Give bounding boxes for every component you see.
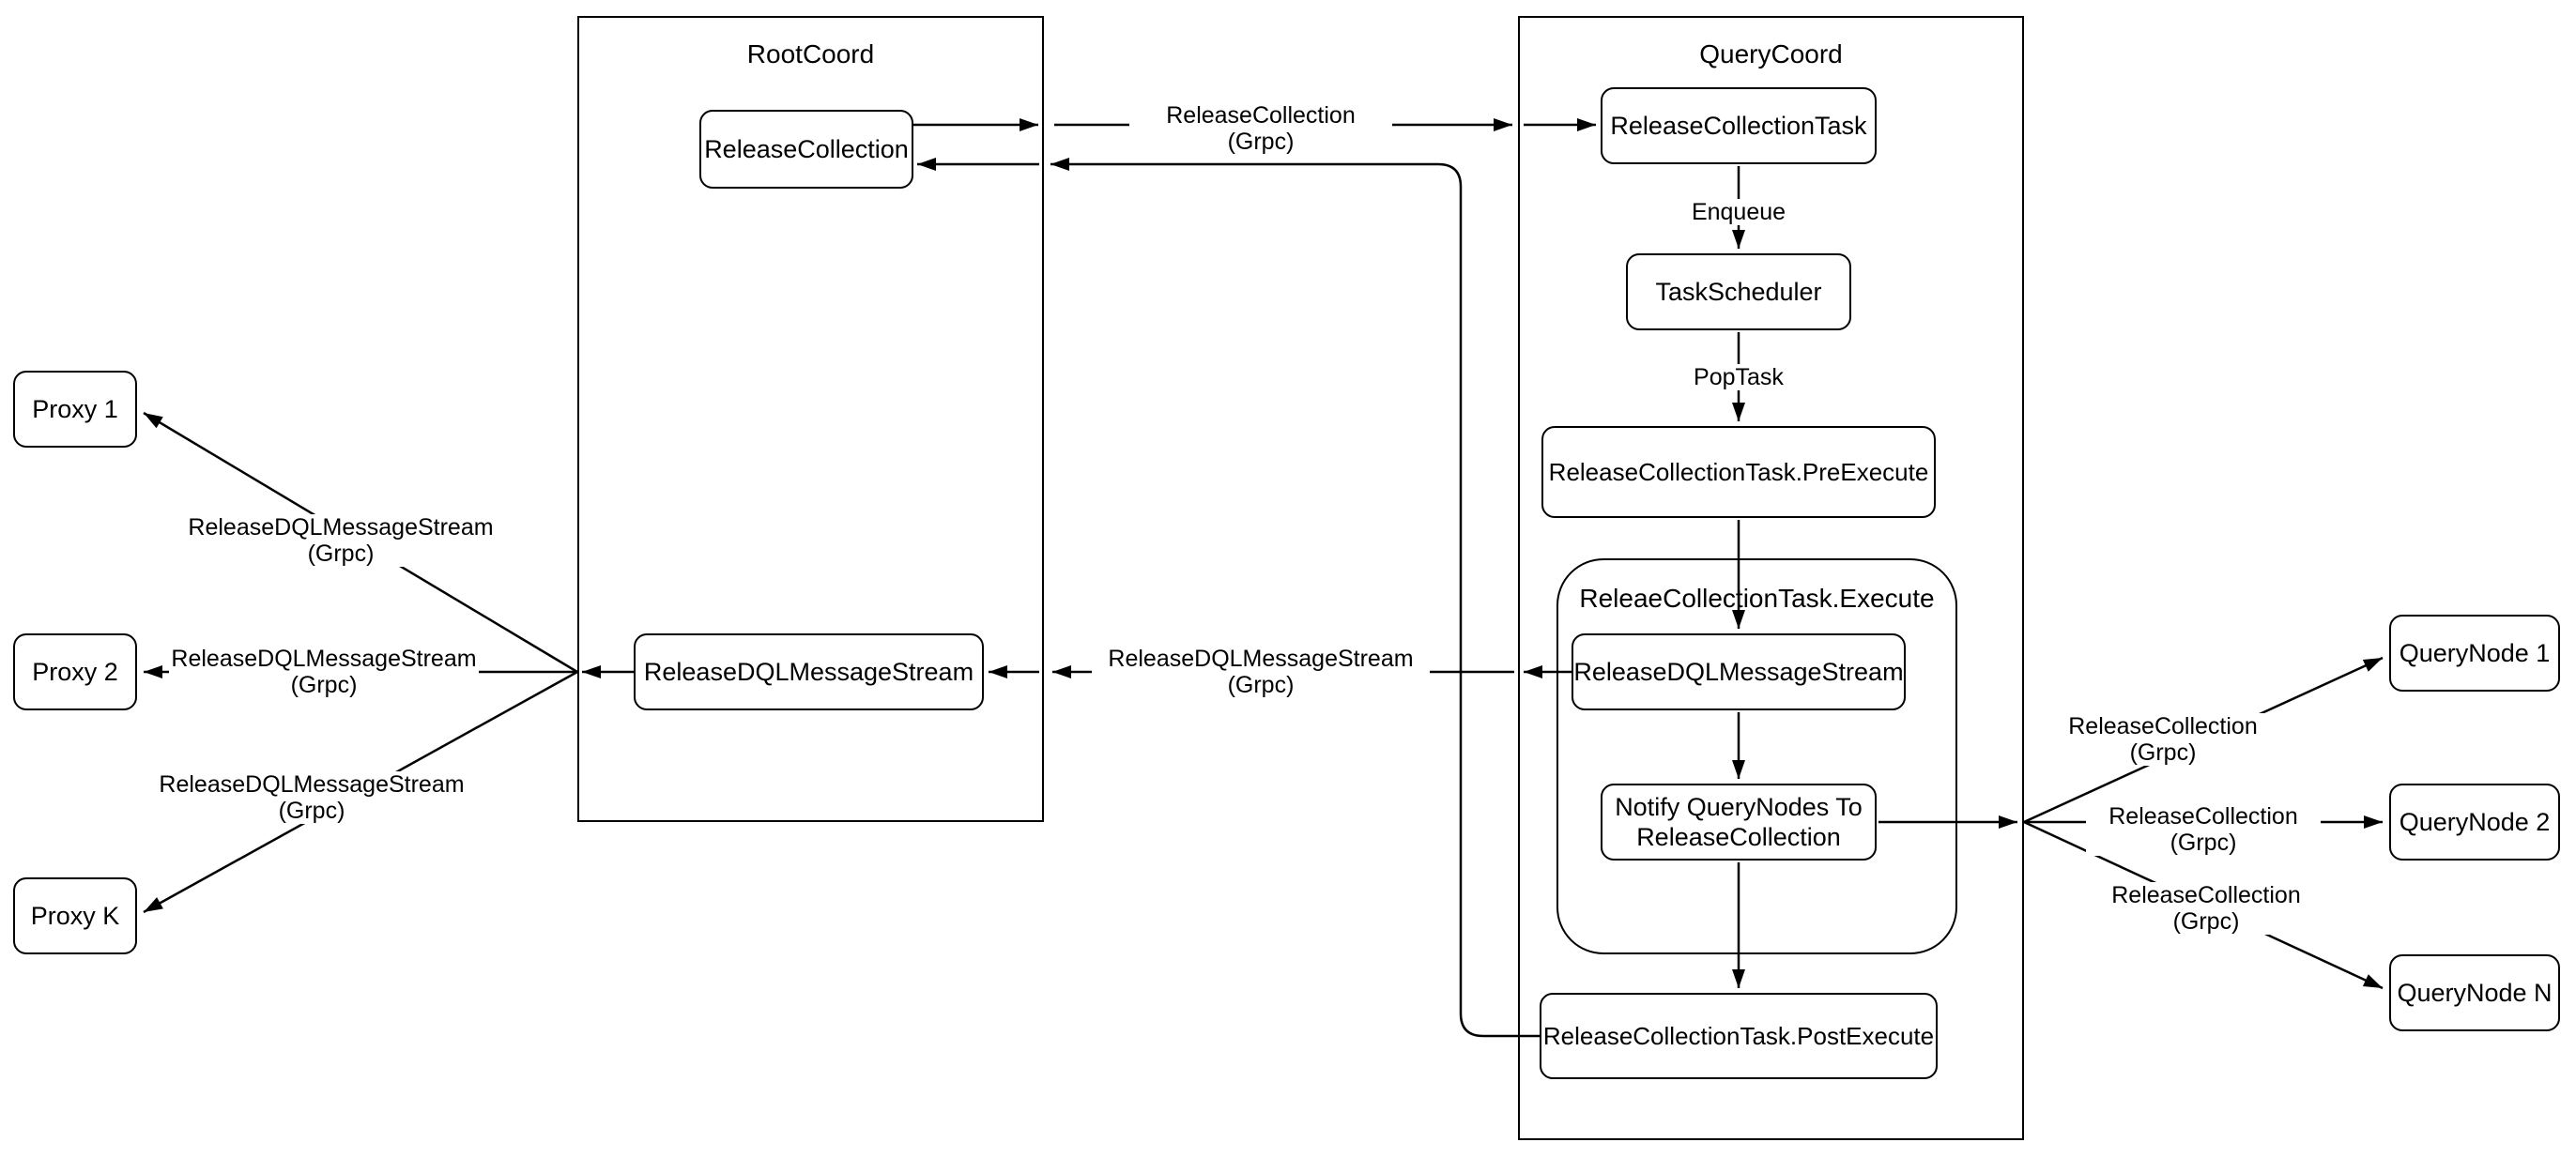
label-line: ReleaseDQLMessageStream <box>171 646 477 672</box>
label-line: ReleaseDQLMessageStream <box>159 771 465 798</box>
label-rc-grpc-querynoden: ReleaseCollection (Grpc) <box>2089 882 2323 935</box>
node-release-collection-task: ReleaseCollectionTask <box>1601 87 1877 164</box>
node-release-collection-task-label: ReleaseCollectionTask <box>1610 112 1867 140</box>
node-querynode-1: QueryNode 1 <box>2389 615 2560 692</box>
execute-group-title: ReleaeCollectionTask.Execute <box>1579 584 1935 613</box>
label-line: Enqueue <box>1691 199 1786 225</box>
execute-group-container <box>1556 558 1957 954</box>
node-post-execute-label: ReleaseCollectionTask.PostExecute <box>1542 1022 1935 1050</box>
node-task-scheduler-label: TaskScheduler <box>1655 278 1822 306</box>
node-task-scheduler: TaskScheduler <box>1626 253 1851 330</box>
node-querynode-1-label: QueryNode 1 <box>2399 639 2551 667</box>
label-line: (Grpc) <box>307 541 375 567</box>
node-proxy-1: Proxy 1 <box>13 371 137 448</box>
node-proxy-2-label: Proxy 2 <box>32 658 118 686</box>
node-querynode-2: QueryNode 2 <box>2389 784 2560 861</box>
label-line: (Grpc) <box>2172 908 2240 935</box>
node-post-execute: ReleaseCollectionTask.PostExecute <box>1540 993 1938 1079</box>
node-release-collection: ReleaseCollection <box>699 110 913 189</box>
node-proxy-k-label: Proxy K <box>30 902 120 930</box>
querycoord-title: QueryCoord <box>1699 39 1843 69</box>
label-line: (Grpc) <box>1227 129 1295 155</box>
node-notify-querynodes: Notify QueryNodes To ReleaseCollection <box>1601 784 1877 861</box>
edge-postexecute-return <box>1050 158 1540 1038</box>
label-line: ReleaseCollection <box>2108 803 2298 830</box>
node-root-dql-stream-label: ReleaseDQLMessageStream <box>643 658 974 686</box>
node-release-collection-label: ReleaseCollection <box>704 135 909 163</box>
label-line: ReleaseCollection <box>1166 102 1356 129</box>
label-line: (Grpc) <box>290 672 358 698</box>
node-querynode-2-label: QueryNode 2 <box>2399 808 2551 836</box>
label-line: ReleaseDQLMessageStream <box>188 514 494 541</box>
node-notify-querynodes-line2: ReleaseCollection <box>1636 823 1841 851</box>
label-dql-grpc-proxy2: ReleaseDQLMessageStream (Grpc) <box>169 646 479 698</box>
label-line: PopTask <box>1694 364 1784 390</box>
label-line: (Grpc) <box>278 798 345 824</box>
label-line: ReleaseCollection <box>2068 713 2258 739</box>
label-line: ReleaseDQLMessageStream <box>1108 646 1414 672</box>
node-query-dql-stream: ReleaseDQLMessageStream <box>1572 633 1906 710</box>
label-releasecollection-grpc-top: ReleaseCollection (Grpc) <box>1129 102 1392 155</box>
node-root-dql-stream: ReleaseDQLMessageStream <box>634 633 984 710</box>
label-dql-grpc-proxyk: ReleaseDQLMessageStream (Grpc) <box>157 771 467 824</box>
label-line: (Grpc) <box>2129 739 2197 766</box>
node-proxy-1-label: Proxy 1 <box>32 395 118 423</box>
node-querynode-n: QueryNode N <box>2389 954 2560 1031</box>
label-line: ReleaseCollection <box>2111 882 2301 908</box>
node-proxy-2: Proxy 2 <box>13 633 137 710</box>
label-dql-grpc-proxy1: ReleaseDQLMessageStream (Grpc) <box>186 514 496 567</box>
label-enqueue: Enqueue <box>1673 199 1804 225</box>
node-pre-execute-label: ReleaseCollectionTask.PreExecute <box>1548 458 1929 486</box>
label-rc-grpc-querynode2: ReleaseCollection (Grpc) <box>2086 803 2321 856</box>
label-line: (Grpc) <box>1227 672 1295 698</box>
node-pre-execute: ReleaseCollectionTask.PreExecute <box>1541 426 1936 518</box>
node-querynode-n-label: QueryNode N <box>2397 979 2553 1007</box>
rootcoord-title: RootCoord <box>746 39 875 69</box>
label-line: (Grpc) <box>2170 830 2237 856</box>
node-notify-querynodes-line1: Notify QueryNodes To <box>1615 793 1863 821</box>
label-rc-grpc-querynode1: ReleaseCollection (Grpc) <box>2046 713 2280 766</box>
node-query-dql-stream-label: ReleaseDQLMessageStream <box>1573 658 1904 686</box>
node-proxy-k: Proxy K <box>13 877 137 954</box>
label-dql-grpc-middle: ReleaseDQLMessageStream (Grpc) <box>1092 646 1430 698</box>
label-poptask: PopTask <box>1673 364 1804 390</box>
